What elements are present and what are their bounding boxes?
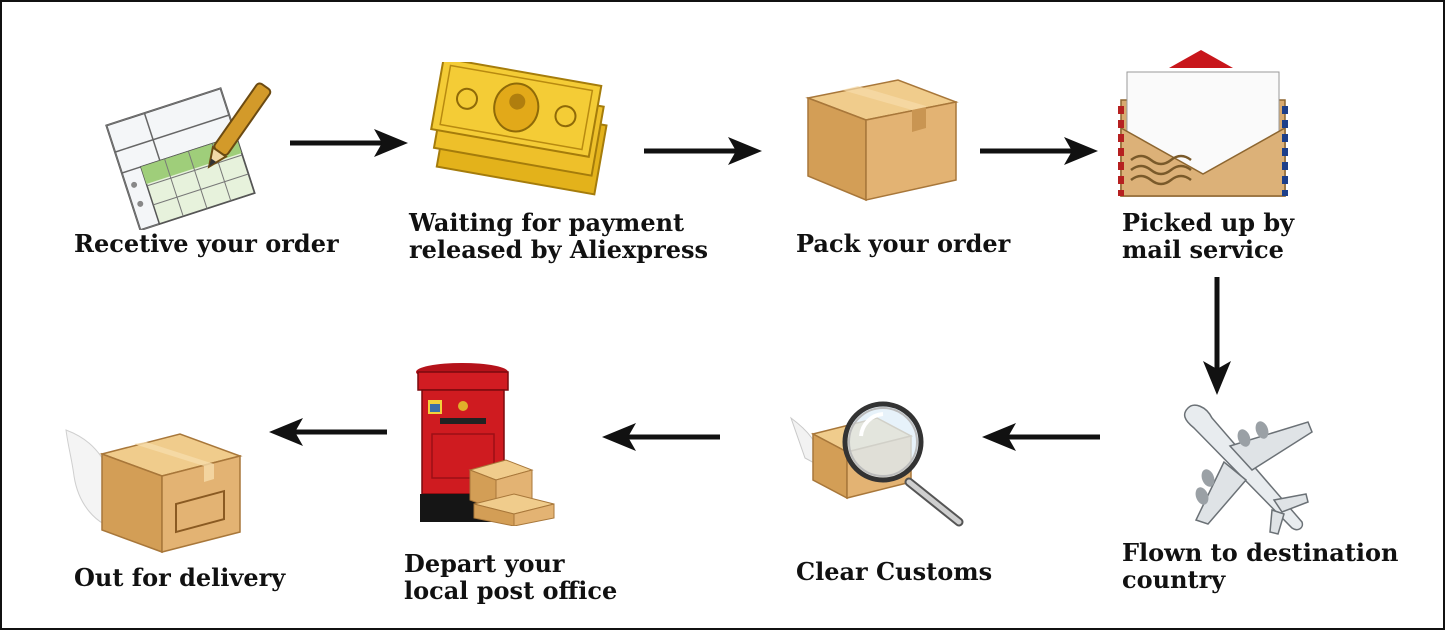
airplane-icon — [1183, 404, 1313, 535]
step-delivery-line1: Out for delivery — [74, 563, 286, 592]
box-icon — [805, 79, 959, 202]
arrow-left-3 — [269, 418, 387, 446]
step-customs-line1: Clear Customs — [796, 557, 993, 586]
step-pickup-line1: Picked up by — [1122, 208, 1295, 237]
step-customs-label: Clear Customs — [796, 558, 992, 585]
step-payment-line2: released by Aliexpress — [409, 235, 709, 264]
step-pack-label: Pack your order — [796, 230, 1010, 257]
step-pickup-label: Picked up by mail service — [1122, 209, 1294, 263]
step-receive-line1: Recetive your order — [74, 229, 339, 258]
step-flown-line1: Flown to destination — [1122, 538, 1399, 567]
magnifier-icon — [789, 401, 964, 527]
step-depart-line1: Depart your — [404, 549, 565, 578]
step-receive-label: Recetive your order — [74, 230, 339, 257]
arrow-left-2 — [602, 423, 720, 451]
arrow-left-1 — [982, 423, 1100, 451]
step-flown-label: Flown to destination country — [1122, 539, 1399, 593]
step-depart-line2: local post office — [404, 576, 618, 605]
envelope-icon — [1118, 50, 1288, 197]
arrow-right-1 — [290, 129, 408, 157]
step-depart-label: Depart your local post office — [404, 550, 617, 604]
step-payment-line1: Waiting for payment — [409, 208, 685, 237]
order-form-icon — [105, 82, 272, 230]
arrow-right-2 — [644, 137, 762, 165]
arrow-down — [1203, 277, 1231, 395]
step-payment-label: Waiting for payment released by Aliexpre… — [409, 209, 708, 263]
step-pack-line1: Pack your order — [796, 229, 1011, 258]
winged-box-icon — [65, 429, 243, 554]
step-pickup-line2: mail service — [1122, 235, 1284, 264]
step-delivery-label: Out for delivery — [74, 564, 285, 591]
money-icon — [430, 62, 608, 196]
arrow-right-3 — [980, 137, 1098, 165]
step-flown-line2: country — [1122, 565, 1226, 594]
postbox-icon — [416, 363, 555, 526]
